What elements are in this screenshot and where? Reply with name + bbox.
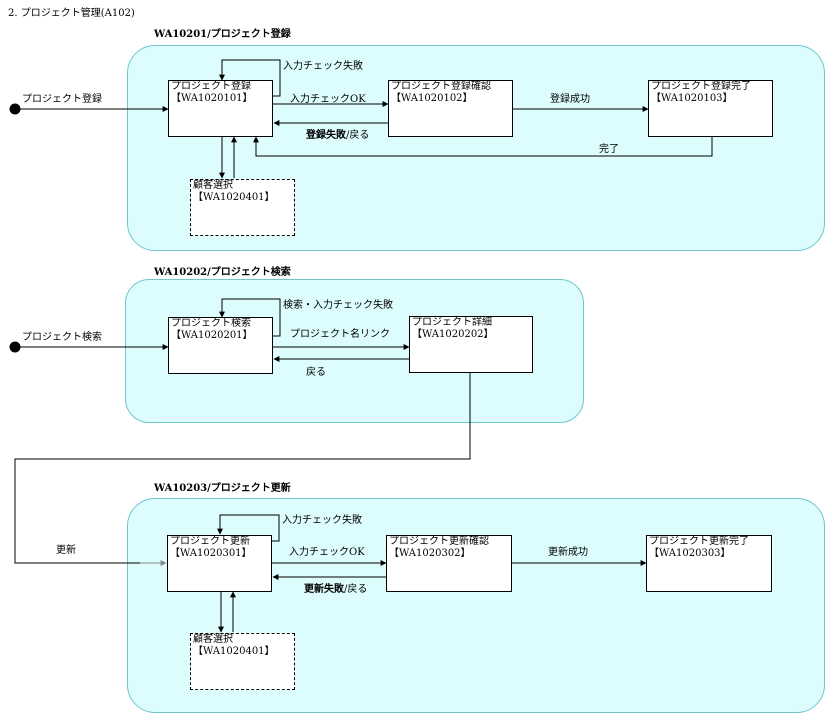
state-project-detail[interactable]: プロジェクト詳細 【WA1020202】 (409, 316, 533, 373)
search-initial-node (9, 341, 21, 353)
state-id: 【WA1020303】 (649, 548, 731, 559)
state-name: プロジェクト登録 (171, 81, 251, 92)
state-name: プロジェクト登録確認 (391, 81, 491, 92)
register-done-arrow (253, 136, 713, 157)
search-self-loop (219, 298, 281, 337)
register-fail-rest: /戻る (346, 130, 370, 141)
state-project-search[interactable]: プロジェクト検索 【WA1020201】 (168, 317, 273, 374)
state-id: 【WA1020302】 (389, 548, 471, 559)
state-name: 顧客選択 (193, 180, 233, 191)
register-entry-label: プロジェクト登録 (22, 94, 102, 105)
state-id: 【WA1020202】 (412, 329, 494, 340)
register-success-label: 登録成功 (550, 94, 590, 105)
detail-to-update-connector (14, 372, 471, 564)
state-id: 【WA1020103】 (651, 93, 733, 104)
update-fail-rest: /戻る (344, 584, 368, 595)
register-fail-bold: 登録失敗 (306, 130, 346, 141)
state-id: 【WA1020401】 (193, 646, 275, 657)
state-id: 【WA1020101】 (171, 93, 253, 104)
state-register-complete[interactable]: プロジェクト登録完了 【WA1020103】 (648, 80, 773, 137)
state-name: プロジェクト更新確認 (389, 536, 489, 547)
update-success-label: 更新成功 (548, 547, 588, 558)
state-id: 【WA1020301】 (170, 548, 252, 559)
state-id: 【WA1020102】 (391, 93, 473, 104)
register-fail-label: 登録失敗/戻る (306, 126, 369, 141)
update-input-ok-label: 入力チェックOK (289, 547, 365, 558)
state-name: プロジェクト登録完了 (651, 81, 751, 92)
state-name: プロジェクト詳細 (412, 317, 492, 328)
page-title: 2. プロジェクト管理(A102) (8, 8, 135, 19)
register-section-title: WA10201/プロジェクト登録 (154, 29, 291, 40)
update-input-fail-label: 入力チェック失敗 (282, 515, 362, 526)
update-fail-bold: 更新失敗 (304, 584, 344, 595)
state-name: プロジェクト検索 (171, 318, 251, 329)
state-customer-select-update[interactable]: 顧客選択 【WA1020401】 (190, 633, 295, 690)
search-link-label: プロジェクト名リンク (290, 329, 390, 340)
state-customer-select[interactable]: 顧客選択 【WA1020401】 (190, 179, 295, 236)
update-entry-label: 更新 (56, 545, 76, 556)
state-register-confirm[interactable]: プロジェクト登録確認 【WA1020102】 (388, 80, 513, 137)
state-project-update[interactable]: プロジェクト更新 【WA1020301】 (167, 535, 272, 592)
state-name: プロジェクト更新完了 (649, 536, 749, 547)
search-entry-label: プロジェクト検索 (22, 332, 102, 343)
search-fail-label: 検索・入力チェック失敗 (283, 300, 393, 311)
register-input-ok-label: 入力チェックOK (290, 94, 366, 105)
register-initial-node (9, 103, 21, 115)
state-update-complete[interactable]: プロジェクト更新完了 【WA1020303】 (646, 535, 772, 592)
register-input-fail-label: 入力チェック失敗 (283, 61, 363, 72)
update-section-title: WA10203/プロジェクト更新 (154, 483, 291, 494)
state-project-register[interactable]: プロジェクト登録 【WA1020101】 (168, 80, 273, 137)
state-id: 【WA1020201】 (171, 330, 253, 341)
update-fail-label: 更新失敗/戻る (304, 580, 367, 595)
register-done-label: 完了 (599, 144, 619, 155)
state-name: 顧客選択 (193, 634, 233, 645)
state-id: 【WA1020401】 (193, 192, 275, 203)
update-self-loop (217, 514, 280, 542)
search-back-label: 戻る (306, 367, 326, 378)
state-name: プロジェクト更新 (170, 536, 250, 547)
search-section-title: WA10202/プロジェクト検索 (154, 267, 291, 278)
state-update-confirm[interactable]: プロジェクト更新確認 【WA1020302】 (386, 535, 512, 592)
register-self-loop (219, 59, 281, 97)
